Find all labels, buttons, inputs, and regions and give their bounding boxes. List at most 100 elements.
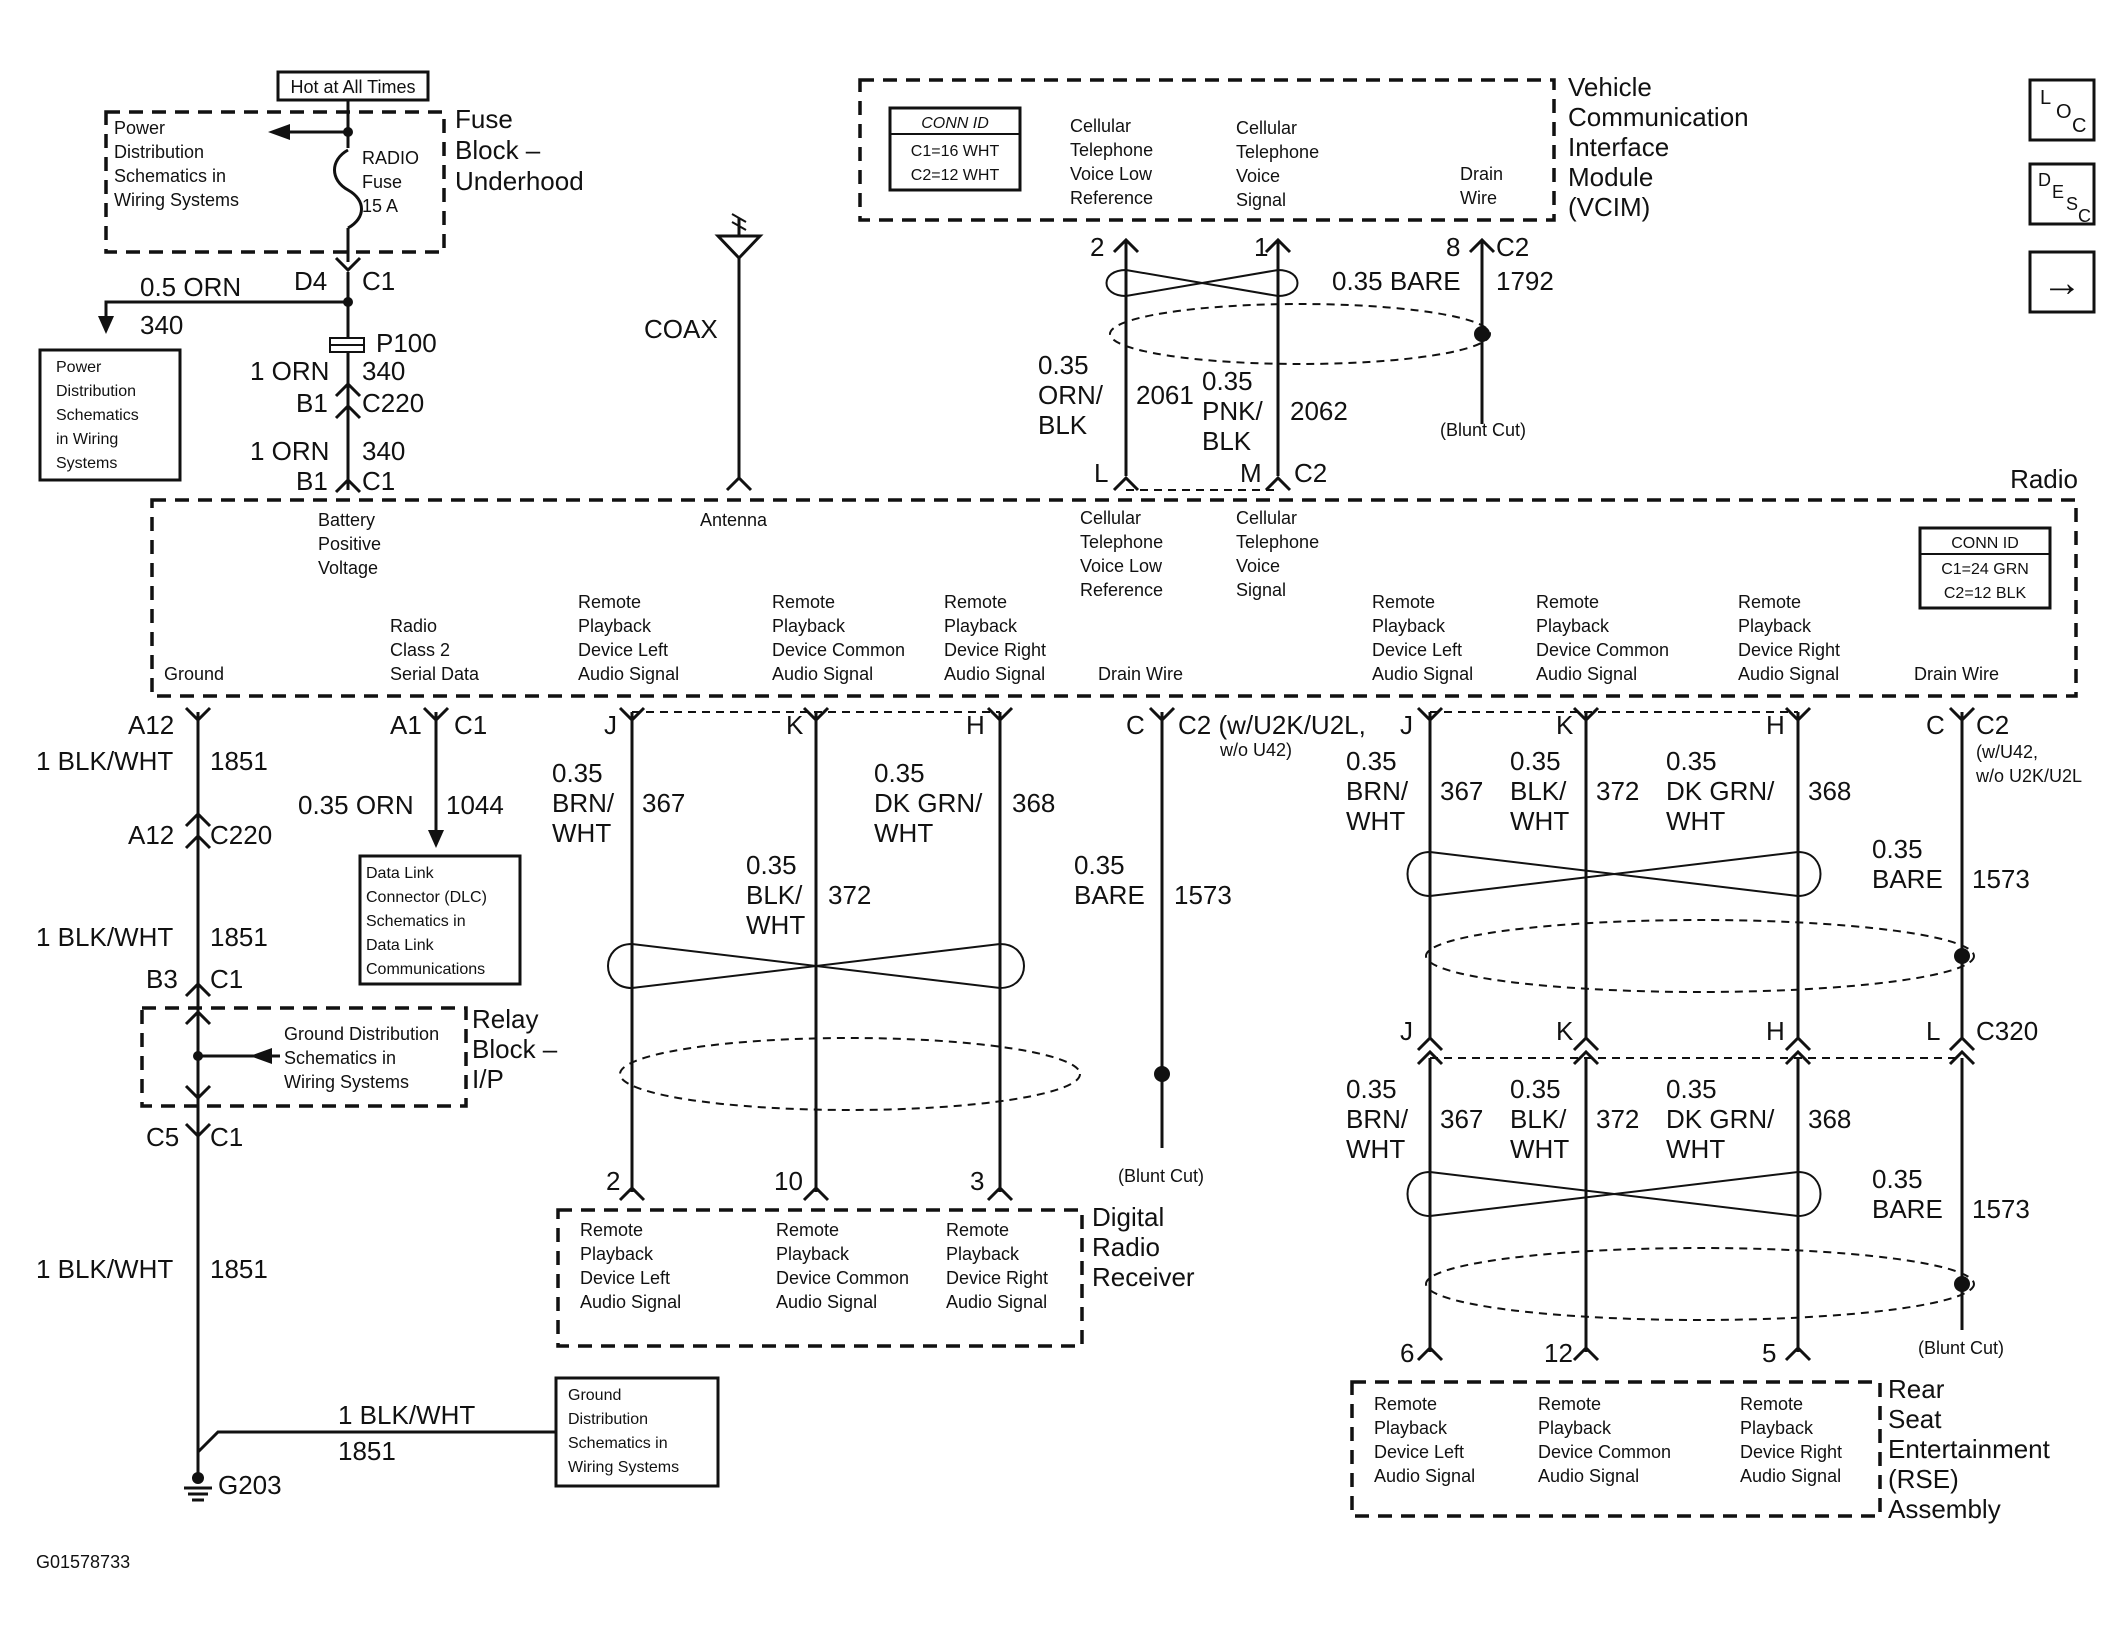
vcim-drain-size: 0.35 BARE [1332,266,1461,296]
drr-blk-circuit: 372 [828,880,871,910]
ground-c1-conn: C1 [210,964,243,994]
vcim-name-5: (VCIM) [1568,192,1650,222]
drr-left-label: Device Left [580,1268,670,1288]
radio-battery-label: Positive [318,534,381,554]
battery-c220-conn: C220 [362,388,424,418]
radio-name: Radio [2010,464,2078,494]
fuse-conn-c1: C1 [362,266,395,296]
vcim-pin-label: Telephone [1236,142,1319,162]
rse-right-label: Playback [1740,1418,1814,1438]
wire-2061-color2: BLK [1038,410,1088,440]
vcim-name-3: Interface [1568,132,1669,162]
radio-rp-right-label: Device Right [944,640,1046,660]
drr-dkgrn-circuit: 368 [1012,788,1055,818]
radio-pin-m: M [1240,458,1262,488]
drr-right-label: Device Right [946,1268,1048,1288]
power-dist-box-line: Systems [56,455,117,472]
battery-c220-pin: B1 [296,388,328,418]
loc-button[interactable]: L O C [2028,78,2096,142]
next-button[interactable]: → [2028,250,2096,314]
vcim-pin-label: Drain [1460,164,1503,184]
radio-cell-sig-label: Cellular [1236,508,1297,528]
radio-conn-id-c2: C2=12 BLK [1944,585,2027,602]
vcim-pin-1: 1 [1254,232,1268,262]
ground-wire2-circuit: 1851 [210,922,268,952]
fuse-block-underhood: Hot at All Times Fuse Block – Underhood … [104,70,584,296]
connector-icon [184,1122,212,1139]
ground-c220-pin: A12 [128,820,174,850]
rse-lo-brn: 0.35 [1346,1074,1397,1104]
ground-wire1-circuit: 1851 [210,746,268,776]
rse-up-dkgrn: WHT [1666,806,1725,836]
relay-block-name: I/P [472,1064,504,1094]
radio-rp-left2-label: Device Left [1372,640,1462,660]
rse-conn-c2-note: (w/U42, [1976,742,2038,762]
wire-2062-color1: PNK/ [1202,396,1263,426]
rse-up-blk: 0.35 [1510,746,1561,776]
rse-up-brn-circuit: 367 [1440,776,1483,806]
power-dist-box-line: in Wiring [56,431,118,448]
fuse-block-name-3: Underhood [455,166,584,196]
desc-letter: E [2052,182,2064,202]
battery-c1-pin: B1 [296,466,328,496]
drr-brn-size: 0.35 [552,758,603,788]
drr-name: Digital [1092,1202,1164,1232]
rse-pin-c: C [1926,710,1945,740]
drr-border [556,1208,1084,1348]
ground-dist-box [554,1376,720,1488]
drr-left-label: Audio Signal [580,1292,681,1312]
ground-box-line: Distribution [568,1411,648,1428]
wire-2062-size: 0.35 [1202,366,1253,396]
ground-g203-label: G203 [218,1470,282,1500]
ground-wire4-circuit: 1851 [338,1436,396,1466]
rse-right-label: Audio Signal [1740,1466,1841,1486]
rse-c320-conn: C320 [1976,1016,2038,1046]
drr-right-label: Remote [946,1220,1009,1240]
battery-wire2-circuit: 340 [362,436,405,466]
power-distribution-box: Power Distribution Schematics in Wiring … [38,348,182,482]
radio-border [150,498,2078,698]
ground-circuit: A12 1 BLK/WHT 1851 A12 C220 1 BLK/WHT 18… [36,706,720,1502]
drr-bottom-pin-3: 3 [970,1166,984,1196]
ground-dist-label: Wiring Systems [284,1072,409,1092]
power-dist-label-1: Power [114,118,165,138]
radio-rp-left2-label: Remote [1372,592,1435,612]
drr-bottom-pin-2: 2 [606,1166,620,1196]
rse-up-blk-circuit: 372 [1596,776,1639,806]
connector-icon [334,477,362,494]
rse-up-bare-circuit: 1573 [1972,864,2030,894]
radio-rp-common2-label: Playback [1536,616,1610,636]
branch-wire-size: 0.5 ORN [140,272,241,302]
rse-lo-bare: BARE [1872,1194,1943,1224]
vcim-blunt-cut: (Blunt Cut) [1440,420,1526,440]
drr-name: Radio [1092,1232,1160,1262]
battery-feed-circuit: 0.5 ORN 340 P100 1 ORN 340 B1 C220 1 ORN… [98,272,437,496]
rse-common-label: Audio Signal [1538,1466,1639,1486]
rse-bottom-pin-5: 5 [1762,1338,1776,1368]
ground-symbol-icon [184,1486,212,1502]
drr-common-label: Remote [776,1220,839,1240]
drain-splice-icon [1954,948,1970,964]
loc-letter: C [2072,115,2086,137]
connector-icon [1416,1035,1444,1052]
rse-lo-dkgrn: 0.35 [1666,1074,1717,1104]
branch-wire-circuit: 340 [140,310,183,340]
next-arrow-icon: → [2042,261,2082,305]
rse-pin-h: H [1766,710,1785,740]
power-dist-box-line: Distribution [56,383,136,400]
drr-brn-color2: WHT [552,818,611,848]
rse-c320-h: H [1766,1016,1785,1046]
rse-up-blk: BLK/ [1510,776,1567,806]
wire-2062-circuit: 2062 [1290,396,1348,426]
connector-icon [184,811,212,828]
radio-drain2-label: Drain Wire [1914,664,1999,684]
desc-button[interactable]: D E S C [2028,162,2096,226]
radio-cell-sig-label: Telephone [1236,532,1319,552]
rse-lo-blk: WHT [1510,1134,1569,1164]
drr-bare-color: BARE [1074,880,1145,910]
drr-conn-c2: C2 (w/U2K/U2L, [1178,710,1366,740]
dlc-box-line: Communications [366,961,485,978]
radio-class2-label: Class 2 [390,640,450,660]
radio-rp-common2-label: Audio Signal [1536,664,1637,684]
